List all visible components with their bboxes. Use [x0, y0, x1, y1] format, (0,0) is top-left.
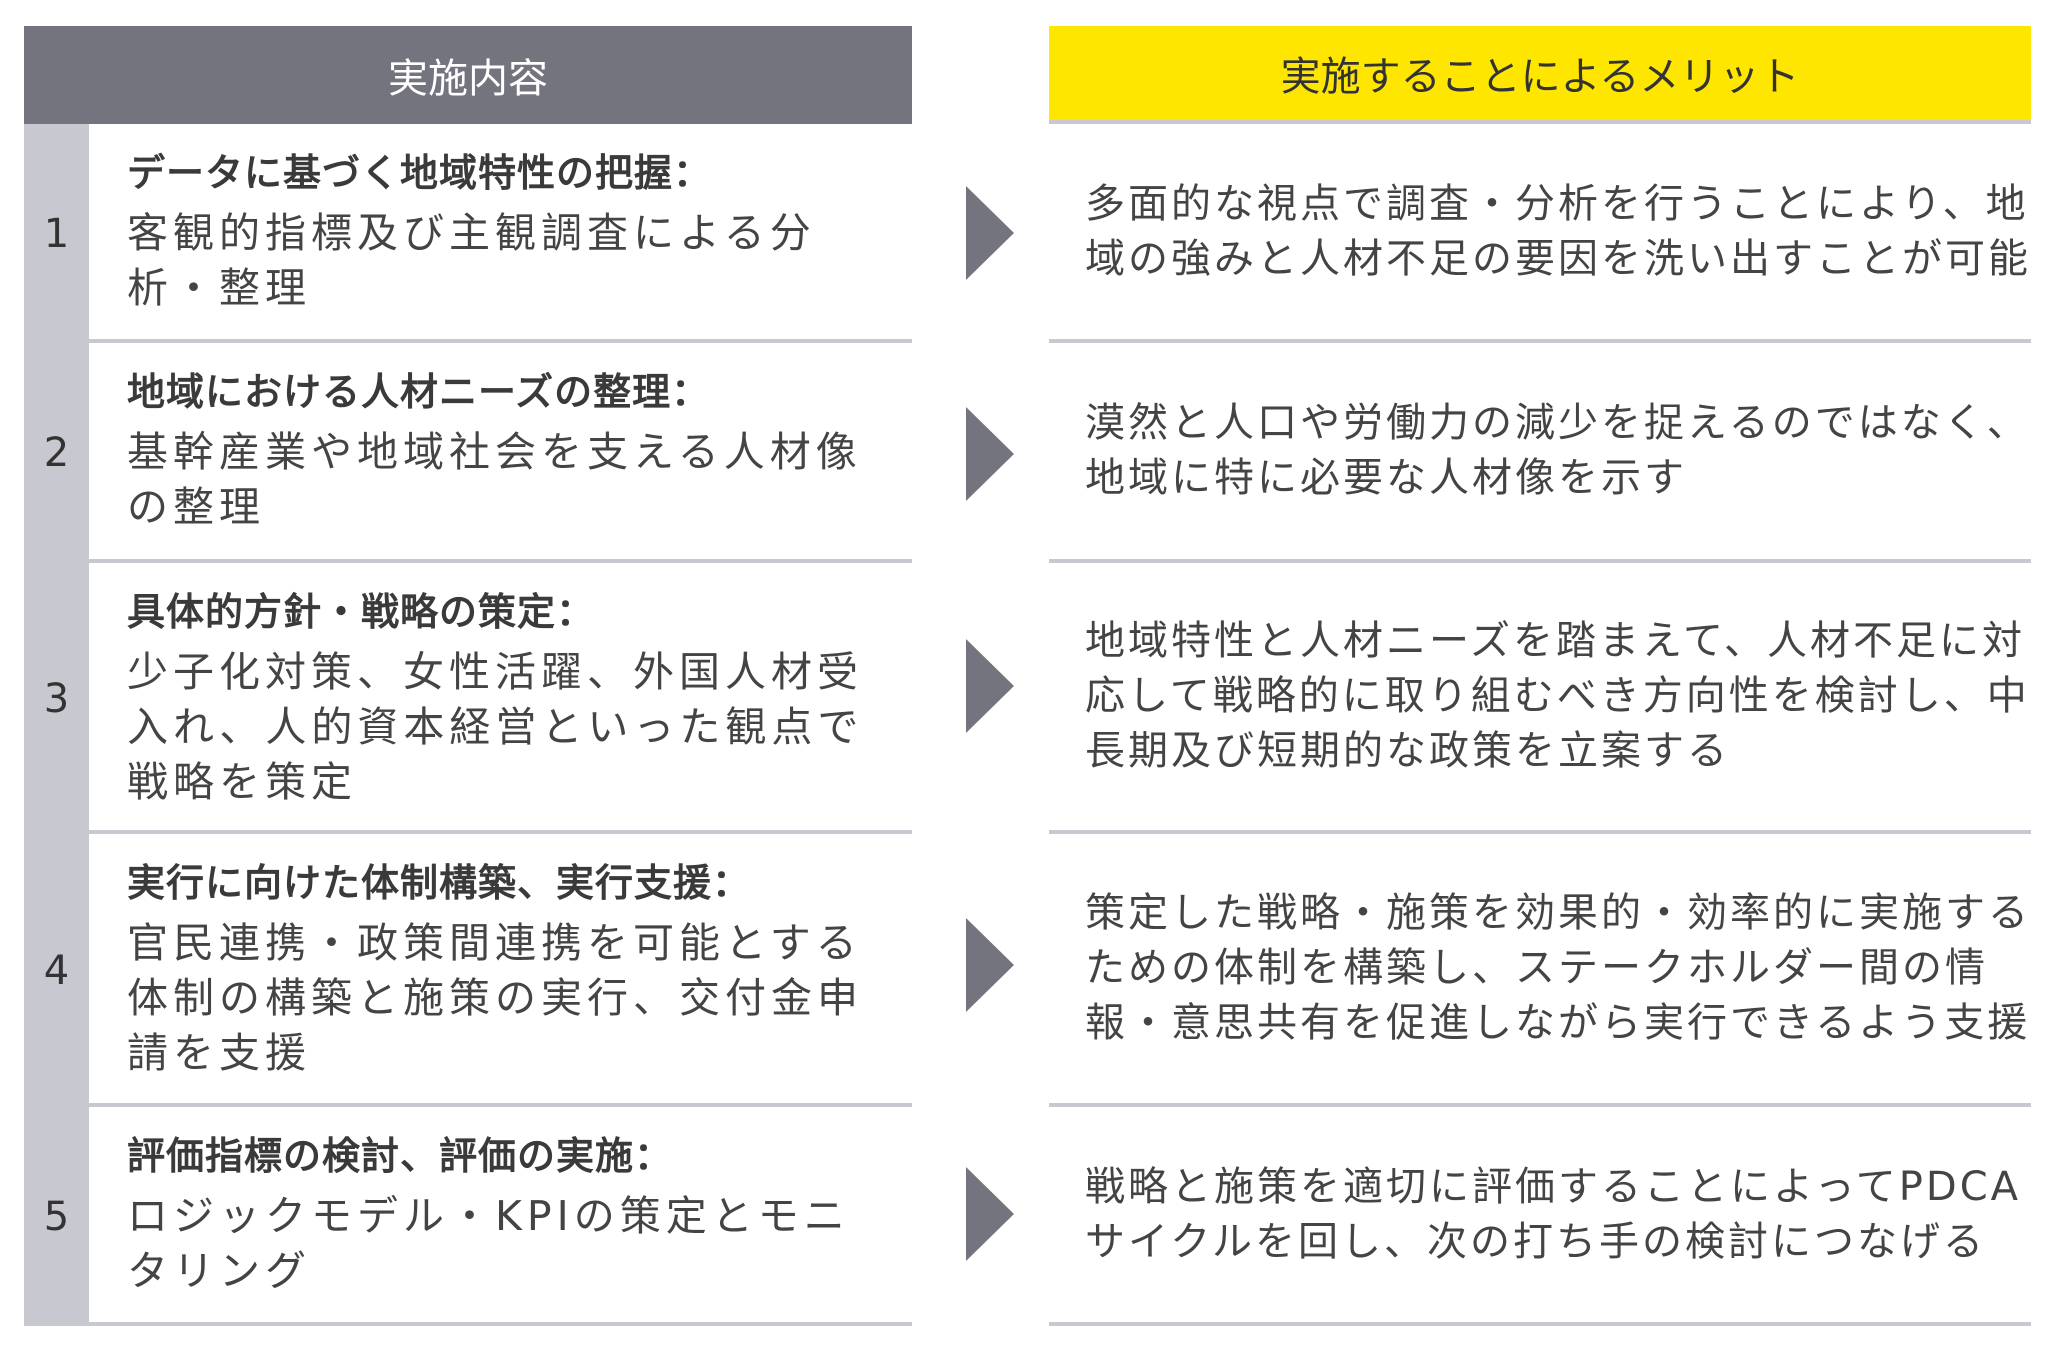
implementation-description: 基幹産業や地域社会を支える人材像の整理 [127, 428, 862, 531]
implementation-title: 実行に向けた体制構築、実行支援： [127, 861, 752, 905]
arrow-right-icon [966, 1167, 1014, 1261]
row-number: 5 [24, 1107, 89, 1326]
implementation-description: 官民連携・政策間連携を可能とする体制の構築と施策の実行、交付金申請を支援 [127, 919, 863, 1077]
merit-cell: 地域特性と人材ニーズを踏まえて、人材不足に対応して戦略的に取り組むべき方向性を検… [1049, 563, 2031, 834]
table-row: 2 地域における人材ニーズの整理： 基幹産業や地域社会を支える人材像の整理 漠然… [0, 343, 2048, 563]
implementation-title: データに基づく地域特性の把握： [127, 151, 713, 195]
merit-cell: 戦略と施策を適切に評価することによってPDCAサイクルを回し、次の打ち手の検討に… [1049, 1107, 2031, 1326]
implementation-title: 地域における人材ニーズの整理： [127, 370, 711, 414]
merit-text: 戦略と施策を適切に評価することによってPDCAサイクルを回し、次の打ち手の検討に… [1085, 1163, 2022, 1265]
row-number: 4 [24, 834, 89, 1107]
header-implementation: 実施内容 [24, 26, 912, 124]
arrow-right-icon [966, 186, 1014, 280]
merit-text: 多面的な視点で調査・分析を行うことにより、地域の強みと人材不足の要因を洗い出すこ… [1085, 180, 2031, 282]
arrow-right-icon [966, 407, 1014, 501]
merit-text: 漠然と人口や労働力の減少を捉えるのではなく、地域に特に必要な人材像を示す [1085, 400, 2030, 501]
implementation-cell: 具体的方針・戦略の策定： 少子化対策、女性活躍、外国人材受入れ、人的資本経営とい… [89, 563, 912, 834]
merit-cell: 策定した戦略・施策を効果的・効率的に実施するための体制を構築し、ステークホルダー… [1049, 834, 2031, 1107]
implementation-description: 少子化対策、女性活躍、外国人材受入れ、人的資本経営といった観点で戦略を策定 [127, 648, 864, 806]
merit-text: 策定した戦略・施策を効果的・効率的に実施するための体制を構築し、ステークホルダー… [1085, 890, 2031, 1046]
header-merits: 実施することによるメリット [1049, 26, 2031, 124]
merit-text: 地域特性と人材ニーズを踏まえて、人材不足に対応して戦略的に取り組むべき方向性を検… [1085, 618, 2030, 774]
implementation-cell: 地域における人材ニーズの整理： 基幹産業や地域社会を支える人材像の整理 [89, 343, 912, 563]
implementation-cell: 実行に向けた体制構築、実行支援： 官民連携・政策間連携を可能とする体制の構築と施… [89, 834, 912, 1107]
merit-cell: 漠然と人口や労働力の減少を捉えるのではなく、地域に特に必要な人材像を示す [1049, 343, 2031, 563]
row-number: 3 [24, 563, 89, 834]
table-row: 1 データに基づく地域特性の把握： 客観的指標及び主観調査による分析・整理 多面… [0, 124, 2048, 343]
table-row: 4 実行に向けた体制構築、実行支援： 官民連携・政策間連携を可能とする体制の構築… [0, 834, 2048, 1107]
implementation-description: 客観的指標及び主観調査による分析・整理 [127, 209, 816, 312]
implementation-description: ロジックモデル・KPIの策定とモニタリング [127, 1192, 850, 1295]
table-row: 5 評価指標の検討、評価の実施： ロジックモデル・KPIの策定とモニタリング 戦… [0, 1107, 2048, 1326]
arrow-right-icon [966, 639, 1014, 733]
row-number: 1 [24, 124, 89, 343]
arrow-right-icon [966, 918, 1014, 1012]
implementation-title: 具体的方針・戦略の策定： [127, 590, 596, 634]
row-number: 2 [24, 343, 89, 563]
implementation-cell: データに基づく地域特性の把握： 客観的指標及び主観調査による分析・整理 [89, 124, 912, 343]
merit-cell: 多面的な視点で調査・分析を行うことにより、地域の強みと人材不足の要因を洗い出すこ… [1049, 124, 2031, 343]
table-row: 3 具体的方針・戦略の策定： 少子化対策、女性活躍、外国人材受入れ、人的資本経営… [0, 563, 2048, 834]
implementation-cell: 評価指標の検討、評価の実施： ロジックモデル・KPIの策定とモニタリング [89, 1107, 912, 1326]
implementation-title: 評価指標の検討、評価の実施： [127, 1134, 674, 1178]
